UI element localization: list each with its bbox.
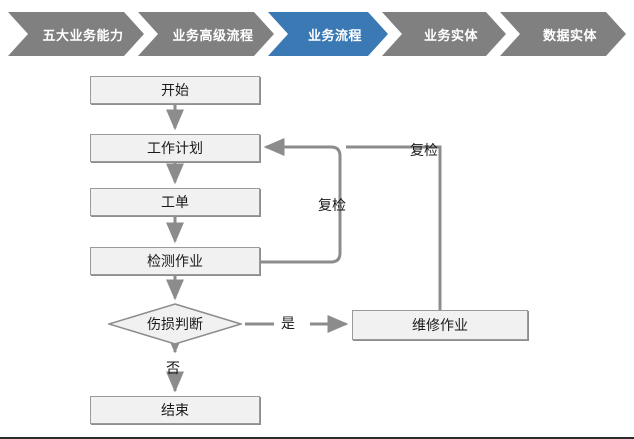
node-label-damage: 伤损判断 xyxy=(147,316,203,332)
node-start[interactable]: 开始 xyxy=(90,76,260,104)
edge-label-yes: 是 xyxy=(281,315,295,331)
breadcrumb: 五大业务能力业务高级流程业务流程业务实体数据实体 xyxy=(0,12,634,56)
node-damage[interactable]: 伤损判断 xyxy=(108,303,242,345)
edge-label-no: 否 xyxy=(166,360,180,376)
node-end[interactable]: 结束 xyxy=(90,396,260,424)
breadcrumb-item-1[interactable]: 五大业务能力 xyxy=(8,12,144,56)
node-inspect[interactable]: 检测作业 xyxy=(90,247,260,275)
edge-label-recheck-mid: 复检 xyxy=(318,197,346,213)
diamond-shape-icon xyxy=(108,303,242,345)
breadcrumb-item-5[interactable]: 数据实体 xyxy=(500,12,626,56)
node-order[interactable]: 工单 xyxy=(90,188,260,216)
node-plan[interactable]: 工作计划 xyxy=(90,134,260,162)
breadcrumb-item-2[interactable]: 业务高级流程 xyxy=(138,12,274,56)
edge-label-recheck-right: 复检 xyxy=(410,142,438,158)
breadcrumb-item-3[interactable]: 业务流程 xyxy=(268,12,388,56)
breadcrumb-item-4[interactable]: 业务实体 xyxy=(382,12,506,56)
edge-repair-recheck-to-plan xyxy=(346,145,442,310)
node-repair[interactable]: 维修作业 xyxy=(352,310,528,340)
